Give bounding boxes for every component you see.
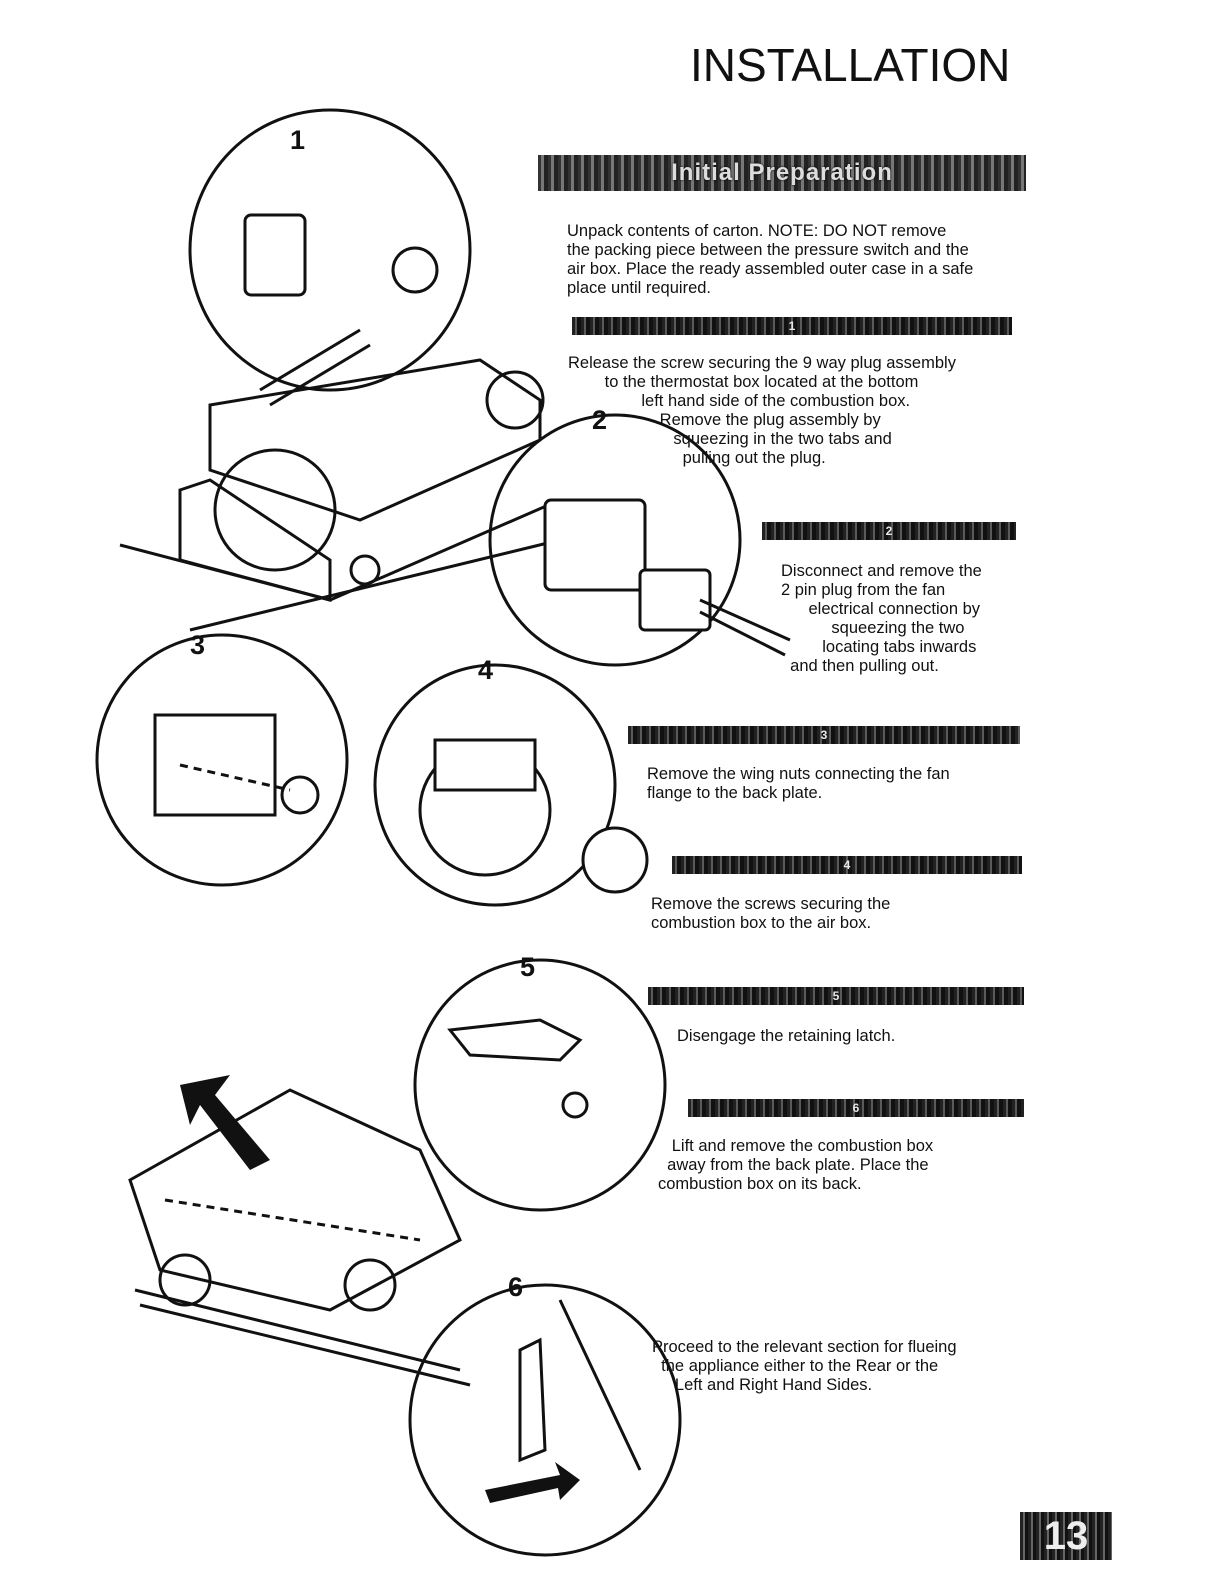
detail-circle-3 [95,633,349,887]
step-bar-2: 2 [762,522,1016,540]
detail-circle-6 [408,1283,682,1557]
step-bar-3: 3 [628,726,1020,744]
detail-circle-2 [488,413,742,667]
page-title: INSTALLATION [690,39,1011,91]
step-bar-4: 4 [672,856,1022,874]
step-text-5: Disengage the retaining latch. [677,1027,896,1045]
figure-label-5: 5 [520,952,536,982]
figure-label-3: 3 [190,630,206,660]
step-bar-1: 1 [572,317,1012,335]
step-text-4: Remove the screws securing the combustio… [651,895,891,932]
intro-text: Unpack contents of carton. NOTE: DO NOT … [567,222,974,297]
step-text-3: Remove the wing nuts connecting the fan … [647,765,950,802]
slide-arrow-icon [485,1462,580,1503]
detail-circle-5 [413,958,667,1212]
step-text-2: Disconnect and remove the 2 pin plug fro… [781,562,982,675]
figure-label-1: 1 [290,125,306,155]
section-title-bar: Initial Preparation [538,155,1026,191]
detail-circle-4 [373,663,617,907]
closing-text: Proceed to the relevant section for flue… [652,1338,957,1394]
step-bar-5: 5 [648,987,1024,1005]
page-number: 13 [1020,1512,1112,1560]
lift-arrow-icon [180,1075,270,1170]
detail-circle-1 [188,108,472,392]
step-text-6: Lift and remove the combustion box away … [658,1137,934,1193]
figure-label-4: 4 [478,655,494,685]
figure-label-2: 2 [592,405,608,435]
figure-label-6: 6 [508,1272,524,1302]
step-text-1: Release the screw securing the 9 way plu… [568,354,956,467]
step-bar-6: 6 [688,1099,1024,1117]
